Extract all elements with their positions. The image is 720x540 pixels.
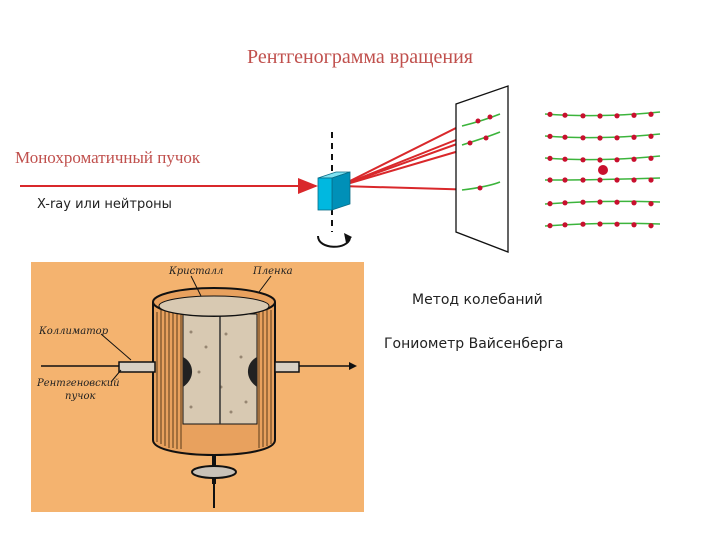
crystal-cube xyxy=(317,171,351,211)
pattern-spot xyxy=(580,113,586,119)
rotation-schematic xyxy=(20,85,661,253)
pattern-layer-line xyxy=(544,111,661,117)
pattern-spot xyxy=(580,157,586,163)
pattern-spot xyxy=(547,155,553,161)
pattern-spot xyxy=(597,199,603,205)
pattern-spot xyxy=(597,135,603,141)
pattern-spot xyxy=(631,222,637,228)
pattern-spot xyxy=(597,113,603,119)
pattern-spot xyxy=(562,156,568,162)
pattern-layer-line xyxy=(544,155,661,161)
pattern-spot xyxy=(597,177,603,183)
camera-illustration: Кристалл Пленка Коллиматор Рентгеновский… xyxy=(31,262,364,512)
pattern-spot xyxy=(648,133,654,139)
pattern-spot xyxy=(631,112,637,118)
pattern-spot xyxy=(614,199,620,205)
pattern-spot xyxy=(580,177,586,183)
method-label: Метод колебаний xyxy=(412,292,543,308)
pattern-spot xyxy=(648,111,654,117)
crystal-label: Кристалл xyxy=(168,266,223,277)
pattern-spot xyxy=(631,134,637,140)
film-spots xyxy=(467,114,493,191)
collimator-label: Коллиматор xyxy=(38,326,109,337)
goniometer-label: Гониометр Вайсенберга xyxy=(384,336,564,352)
pattern-spot xyxy=(562,134,568,140)
pattern-spot xyxy=(597,221,603,227)
pattern-spot xyxy=(614,113,620,119)
film-label: Пленка xyxy=(252,266,293,277)
pattern-spot xyxy=(631,177,637,183)
pattern-spot xyxy=(614,135,620,141)
source-label: X-ray или нейтроны xyxy=(37,197,172,212)
pattern-spot xyxy=(648,155,654,161)
pattern-spot xyxy=(648,201,654,207)
pattern-spot xyxy=(547,223,553,229)
slide-title: Рентгенограмма вращения xyxy=(246,46,474,68)
pattern-layer-line xyxy=(544,133,661,139)
pattern-spot xyxy=(580,199,586,205)
pattern-spot xyxy=(547,111,553,117)
pattern-spot xyxy=(597,157,603,163)
pattern-spot xyxy=(547,177,553,183)
pattern-spot xyxy=(562,222,568,228)
rotation-arrow xyxy=(317,235,351,248)
pattern-spot xyxy=(631,156,637,162)
pattern-spot xyxy=(562,200,568,206)
pattern-spot xyxy=(648,177,654,183)
xray-beam-label-2: пучок xyxy=(65,391,95,402)
pattern-spot xyxy=(547,133,553,139)
pattern-spot xyxy=(562,112,568,118)
pattern-spot xyxy=(580,135,586,141)
pattern-center-spot xyxy=(598,165,608,175)
pattern-spot xyxy=(580,221,586,227)
pattern-spot xyxy=(614,221,620,227)
beam-label: Монохроматичный пучок xyxy=(15,148,201,167)
pattern-spot xyxy=(614,157,620,163)
pattern-spot xyxy=(648,223,654,229)
film-layer-lines xyxy=(461,113,501,191)
diffraction-pattern xyxy=(544,111,661,229)
pattern-spot xyxy=(614,177,620,183)
xray-beam-label-1: Рентгеновский xyxy=(36,378,120,389)
pattern-spot xyxy=(562,177,568,183)
pattern-spot xyxy=(631,200,637,206)
pattern-spot xyxy=(547,201,553,207)
film-plane xyxy=(455,85,509,253)
